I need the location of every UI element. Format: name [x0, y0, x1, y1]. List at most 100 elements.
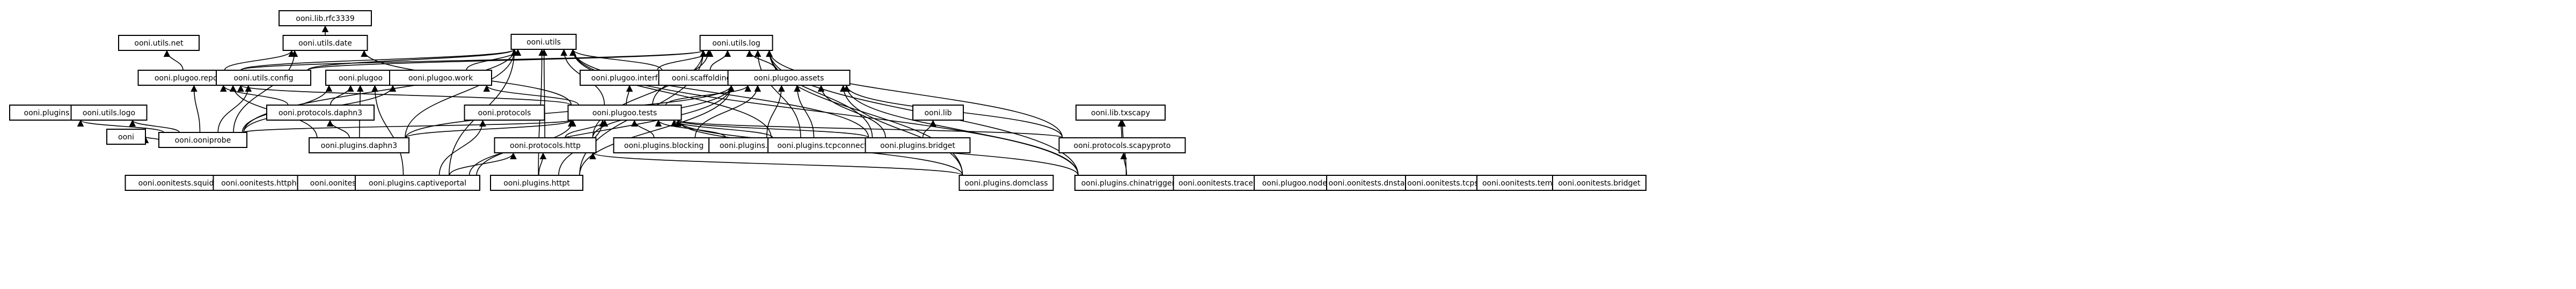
node-label: ooni.plugins.httpt [503, 179, 570, 188]
node-label: ooni.plugins.tcpconnect [777, 142, 867, 150]
edge-ooniprobe-to-reports [191, 85, 201, 133]
node-label: ooni [118, 133, 134, 142]
node-label: ooni.plugins.chinatrigger [1081, 179, 1175, 188]
node-box [865, 137, 971, 153]
edge-pl_daphn3-to-utils [405, 49, 518, 138]
node-box [912, 105, 964, 121]
node-label: ooni.plugins.domclass [964, 179, 1048, 188]
node-blocking: ooni.plugins.blocking [613, 137, 715, 153]
node-box [355, 175, 480, 191]
node-box [727, 70, 851, 86]
node-plugoo: ooni.plugoo [325, 70, 396, 86]
node-box [279, 10, 372, 26]
edge-bridget-to-lib [922, 120, 936, 138]
node-box [70, 105, 148, 121]
node-tests: ooni.plugoo.tests [567, 105, 682, 121]
node-ooniprobe: ooni.ooniprobe [158, 132, 247, 148]
edge-domclass-to-assets [839, 85, 963, 176]
node-utils-config: ooni.utils.config [216, 70, 311, 86]
node-label: ooni.oonitests.tcpscan [1407, 179, 1491, 188]
node-label: ooni.plugins [24, 109, 70, 117]
node-box [389, 70, 492, 86]
node-txscapy: ooni.lib.txscapy [1075, 105, 1166, 121]
edge-captiveportal-to-p_http [449, 152, 517, 176]
node-pl-daphn3: ooni.plugins.daphn3 [309, 137, 409, 153]
node-box [158, 132, 247, 148]
node-label: ooni.plugins.captiveportal [369, 179, 466, 188]
node-domclass: ooni.plugins.domclass [958, 175, 1054, 191]
node-label: ooni.plugoo.nodes [1262, 179, 1331, 188]
edge-tcpconnect-to-assets [794, 85, 815, 138]
node-p-daphn3: ooni.protocols.daphn3 [266, 105, 375, 121]
node-lib: ooni.lib [912, 105, 964, 121]
node-work: ooni.plugoo.work [389, 70, 492, 86]
edge-scaffolding-to-utils_log [709, 50, 731, 71]
edge-tests-to-reports [237, 85, 572, 106]
node-box [1058, 137, 1186, 153]
node-scapyproto: ooni.protocols.scapyproto [1058, 137, 1186, 153]
node-box [567, 105, 682, 121]
node-label: ooni.oonitests.traceroute [1179, 179, 1273, 188]
node-label: ooni.oonitests [310, 179, 363, 188]
edge-p_http-to-utils [540, 49, 548, 138]
node-label: ooni.protocols.scapyproto [1074, 142, 1171, 150]
node-utils-date: ooni.utils.date [282, 35, 368, 51]
edge-httphost-to-assets [766, 85, 785, 138]
node-label: ooni.oonitests.squid [138, 179, 214, 188]
edge-reports-to-utils_log [240, 50, 707, 71]
node-ooni: ooni [106, 129, 146, 145]
node-label: ooni.plugins.bridget [880, 142, 955, 150]
node-label: ooni.plugoo.tests [592, 109, 657, 117]
node-label: ooni.scaffolding [672, 74, 731, 83]
node-box [282, 35, 368, 51]
node-utils-net: ooni.utils.net [118, 35, 200, 51]
node-protocols: ooni.protocols [464, 105, 545, 121]
edge-reports-to-utils [240, 49, 518, 71]
node-label: ooni.lib [924, 109, 952, 117]
node-label: ooni.lib.rfc3339 [296, 14, 354, 23]
edge-reports-to-utils_date [224, 50, 295, 71]
node-utils-log: ooni.utils.log [699, 35, 773, 51]
node-utils: ooni.utils [510, 34, 577, 50]
node-box [490, 175, 583, 191]
edge-p_daphn3-to-reports [219, 85, 289, 106]
node-label: ooni.oonitests.dnstamper [1329, 179, 1425, 188]
edge-tests-to-work [483, 85, 580, 106]
node-label: ooni.utils.config [233, 74, 293, 83]
node-label: ooni.oonitests.httphost [221, 179, 308, 188]
edge-blocking-to-tests [631, 120, 655, 138]
node-box [1254, 175, 1340, 191]
edge-httphost-to-tests [655, 120, 727, 138]
node-box [494, 137, 597, 153]
node-box [699, 35, 773, 51]
node-bridget: ooni.plugins.bridget [865, 137, 971, 153]
edge-captiveportal-to-protocols [438, 120, 486, 176]
node-label: ooni.protocols [478, 109, 531, 117]
node-label: ooni.utils [526, 38, 561, 47]
node-label: ooni.utils.date [298, 39, 352, 48]
node-label: ooni.oonitests.bridget [1558, 179, 1641, 188]
edge-bridget-to-tests [675, 120, 869, 138]
node-assets: ooni.plugoo.assets [727, 70, 851, 86]
node-httpt: ooni.plugins.httpt [490, 175, 583, 191]
edge-captiveportal-to-plugoo [371, 85, 404, 176]
node-box [266, 105, 375, 121]
edge-ooniprobe-to-utils_config [217, 85, 252, 133]
node-label: ooni.ooniprobe [175, 136, 231, 145]
edge-bridget-to-assets [817, 85, 886, 138]
edge-bridget-to-utils_log [766, 50, 873, 138]
edge-ooniprobe-to-utils [243, 49, 518, 133]
edge-p_daphn3-to-plugoo [330, 85, 354, 106]
node-label: ooni.plugoo.reports [155, 74, 228, 83]
edge-ooniprobe-to-plugins [77, 120, 165, 133]
edge-utils_config-to-utils_log [307, 50, 707, 71]
edge-pl_daphn3-to-tests [405, 120, 575, 138]
edge-pl_daphn3-to-p_daphn3 [326, 120, 350, 138]
node-box [1075, 105, 1166, 121]
edge-captiveportal-to-assets [476, 85, 735, 176]
node-box [216, 70, 311, 86]
edge-ooniprobe-to-ooni [142, 136, 159, 144]
edge-scaffolding-to-utils [569, 49, 663, 71]
node-box [464, 105, 545, 121]
node-label: ooni.utils.log [712, 39, 760, 48]
